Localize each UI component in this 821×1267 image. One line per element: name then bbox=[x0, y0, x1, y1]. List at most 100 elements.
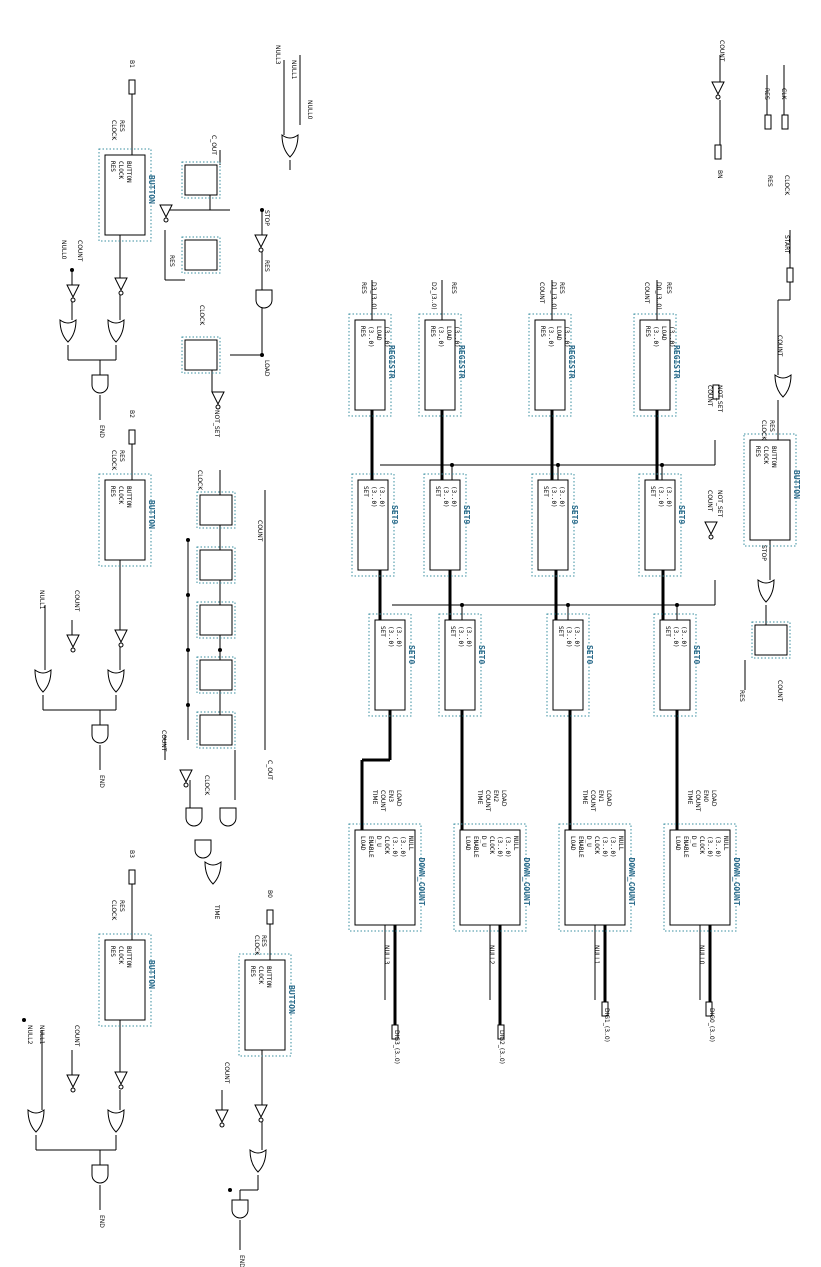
flip-flop-frame bbox=[181, 161, 221, 199]
signal-label: CLOCK bbox=[783, 175, 790, 196]
set9-1-title: SET9 bbox=[570, 505, 579, 524]
signal-label: B1 bbox=[128, 60, 135, 68]
or-gate bbox=[27, 1109, 45, 1133]
flip-flop-frame bbox=[196, 491, 236, 529]
not-bubble bbox=[708, 534, 714, 540]
button-b0-pin: RES bbox=[249, 966, 256, 977]
signal-label: DIG3_(3..0) bbox=[393, 1030, 400, 1064]
downcount-2-pin: (3..0) bbox=[496, 836, 503, 858]
downcount-0-pin: ENABLE bbox=[682, 836, 689, 858]
set0-1-pin: (3..0) bbox=[565, 626, 572, 648]
not-bubble bbox=[258, 1117, 264, 1123]
signal-label: COUNT bbox=[76, 240, 83, 262]
signal-label: NULL1 bbox=[38, 590, 45, 610]
downcount-0-pin: CLOCK bbox=[698, 836, 705, 854]
signal-label: CLOCK bbox=[760, 420, 767, 441]
downcount-0-pin: NULL bbox=[722, 836, 729, 851]
downcount-3-title: DOWN_COUNT bbox=[417, 858, 426, 906]
button-b2-frame bbox=[98, 473, 152, 567]
signal-label: D1_(3..0) bbox=[550, 282, 557, 310]
flip-flop-frame bbox=[196, 546, 236, 584]
port bbox=[497, 1024, 505, 1040]
button-b1-title: BUTTON bbox=[147, 175, 156, 204]
signal-label: NULL1 bbox=[38, 1025, 45, 1045]
gates bbox=[27, 81, 792, 1219]
not-gate bbox=[159, 204, 173, 219]
signal-label: NULL1 bbox=[593, 945, 600, 965]
set0-0-pin: (3..0) bbox=[672, 626, 679, 648]
signal-label: BN bbox=[716, 170, 723, 179]
registr-1-title: REGISTR bbox=[567, 345, 576, 379]
downcount-3-pin: CLOCK bbox=[383, 836, 390, 854]
not-gate bbox=[114, 277, 128, 292]
registr-3 bbox=[354, 319, 386, 411]
flip-flop bbox=[199, 549, 233, 581]
signal-label: RES bbox=[168, 255, 175, 267]
registr-2-pin: (3..0) bbox=[453, 326, 460, 348]
button-b1-frame bbox=[98, 148, 152, 242]
set0-2-pin: (3..0) bbox=[465, 626, 472, 648]
junction-dot bbox=[186, 648, 190, 652]
not-gate bbox=[114, 629, 128, 644]
signal-label: B0 bbox=[266, 890, 273, 898]
signal-label: CLOCK bbox=[110, 900, 117, 921]
signal-label: STOP bbox=[760, 545, 767, 561]
not-bubble bbox=[118, 1084, 124, 1090]
button-start bbox=[749, 439, 791, 541]
junction-dot bbox=[186, 538, 190, 542]
set9-0-pin: SET bbox=[649, 486, 656, 497]
signal-label: RES bbox=[768, 420, 775, 432]
not-gate bbox=[711, 81, 725, 96]
signal-label: NULL0 bbox=[698, 945, 705, 965]
signal-label: EN2 bbox=[492, 790, 499, 802]
set9-2 bbox=[429, 479, 461, 571]
downcount-1-pin: CLOCK bbox=[593, 836, 600, 854]
or-gate bbox=[107, 319, 125, 343]
set9-1-pin: SET bbox=[542, 486, 549, 497]
or-gate bbox=[107, 669, 125, 693]
set9-3-title: SET9 bbox=[390, 505, 399, 524]
registr-2-title: REGISTR bbox=[457, 345, 466, 379]
signal-label: COUNT bbox=[160, 730, 167, 752]
and-gate bbox=[91, 1164, 109, 1184]
signal-label: D0_(3..0) bbox=[655, 282, 662, 310]
signal-label: COUNT bbox=[706, 385, 713, 407]
signal-label: COUNT bbox=[73, 1025, 80, 1047]
flip-flop-frame bbox=[181, 236, 221, 274]
signal-label: NULL0 bbox=[306, 100, 313, 120]
downcount-2-pin: ENABLE bbox=[472, 836, 479, 858]
button-b0 bbox=[244, 959, 286, 1051]
registr-2 bbox=[424, 319, 456, 411]
button-b2-pin: RES bbox=[109, 486, 116, 497]
not-bubble bbox=[118, 642, 124, 648]
signal-label: DIG0_(3..0) bbox=[708, 1008, 715, 1042]
signal-label: CLK bbox=[780, 88, 787, 101]
registr-1-pin: LOAD bbox=[555, 326, 562, 341]
flip-flop bbox=[184, 239, 218, 271]
set0-2-frame bbox=[438, 613, 482, 717]
downcount-1-pin: NULL bbox=[617, 836, 624, 851]
signal-label: DIG1_(3..0) bbox=[603, 1008, 610, 1042]
registr-0-pin: RES bbox=[644, 326, 651, 337]
downcount-0-pin: LOAD bbox=[674, 836, 681, 851]
signal-label: RES bbox=[766, 175, 773, 187]
set0-1 bbox=[552, 619, 584, 711]
downcount-3-pin: (3..0) bbox=[391, 836, 398, 858]
signal-label: START bbox=[783, 235, 790, 254]
registr-3-pin: (3..0) bbox=[383, 326, 390, 348]
signal-label: RES bbox=[558, 282, 565, 294]
junction-dot bbox=[228, 1188, 232, 1192]
button-start-frame bbox=[743, 433, 797, 547]
button-b3-title: BUTTON bbox=[147, 960, 156, 989]
signal-label: LOAD bbox=[605, 790, 612, 807]
downcount-2-pin: NULL bbox=[512, 836, 519, 851]
signal-label: B2 bbox=[128, 410, 135, 418]
set9-2-title: SET9 bbox=[462, 505, 471, 524]
button-start-pin: RES bbox=[754, 446, 761, 457]
signal-label: TIME bbox=[686, 789, 693, 805]
registr-1-pin: (3..0) bbox=[547, 326, 554, 348]
downcount-2 bbox=[459, 829, 521, 926]
signal-label: RES bbox=[738, 690, 745, 702]
flip-flop bbox=[199, 604, 233, 636]
button-b1-pin: CLOCK bbox=[117, 161, 124, 179]
